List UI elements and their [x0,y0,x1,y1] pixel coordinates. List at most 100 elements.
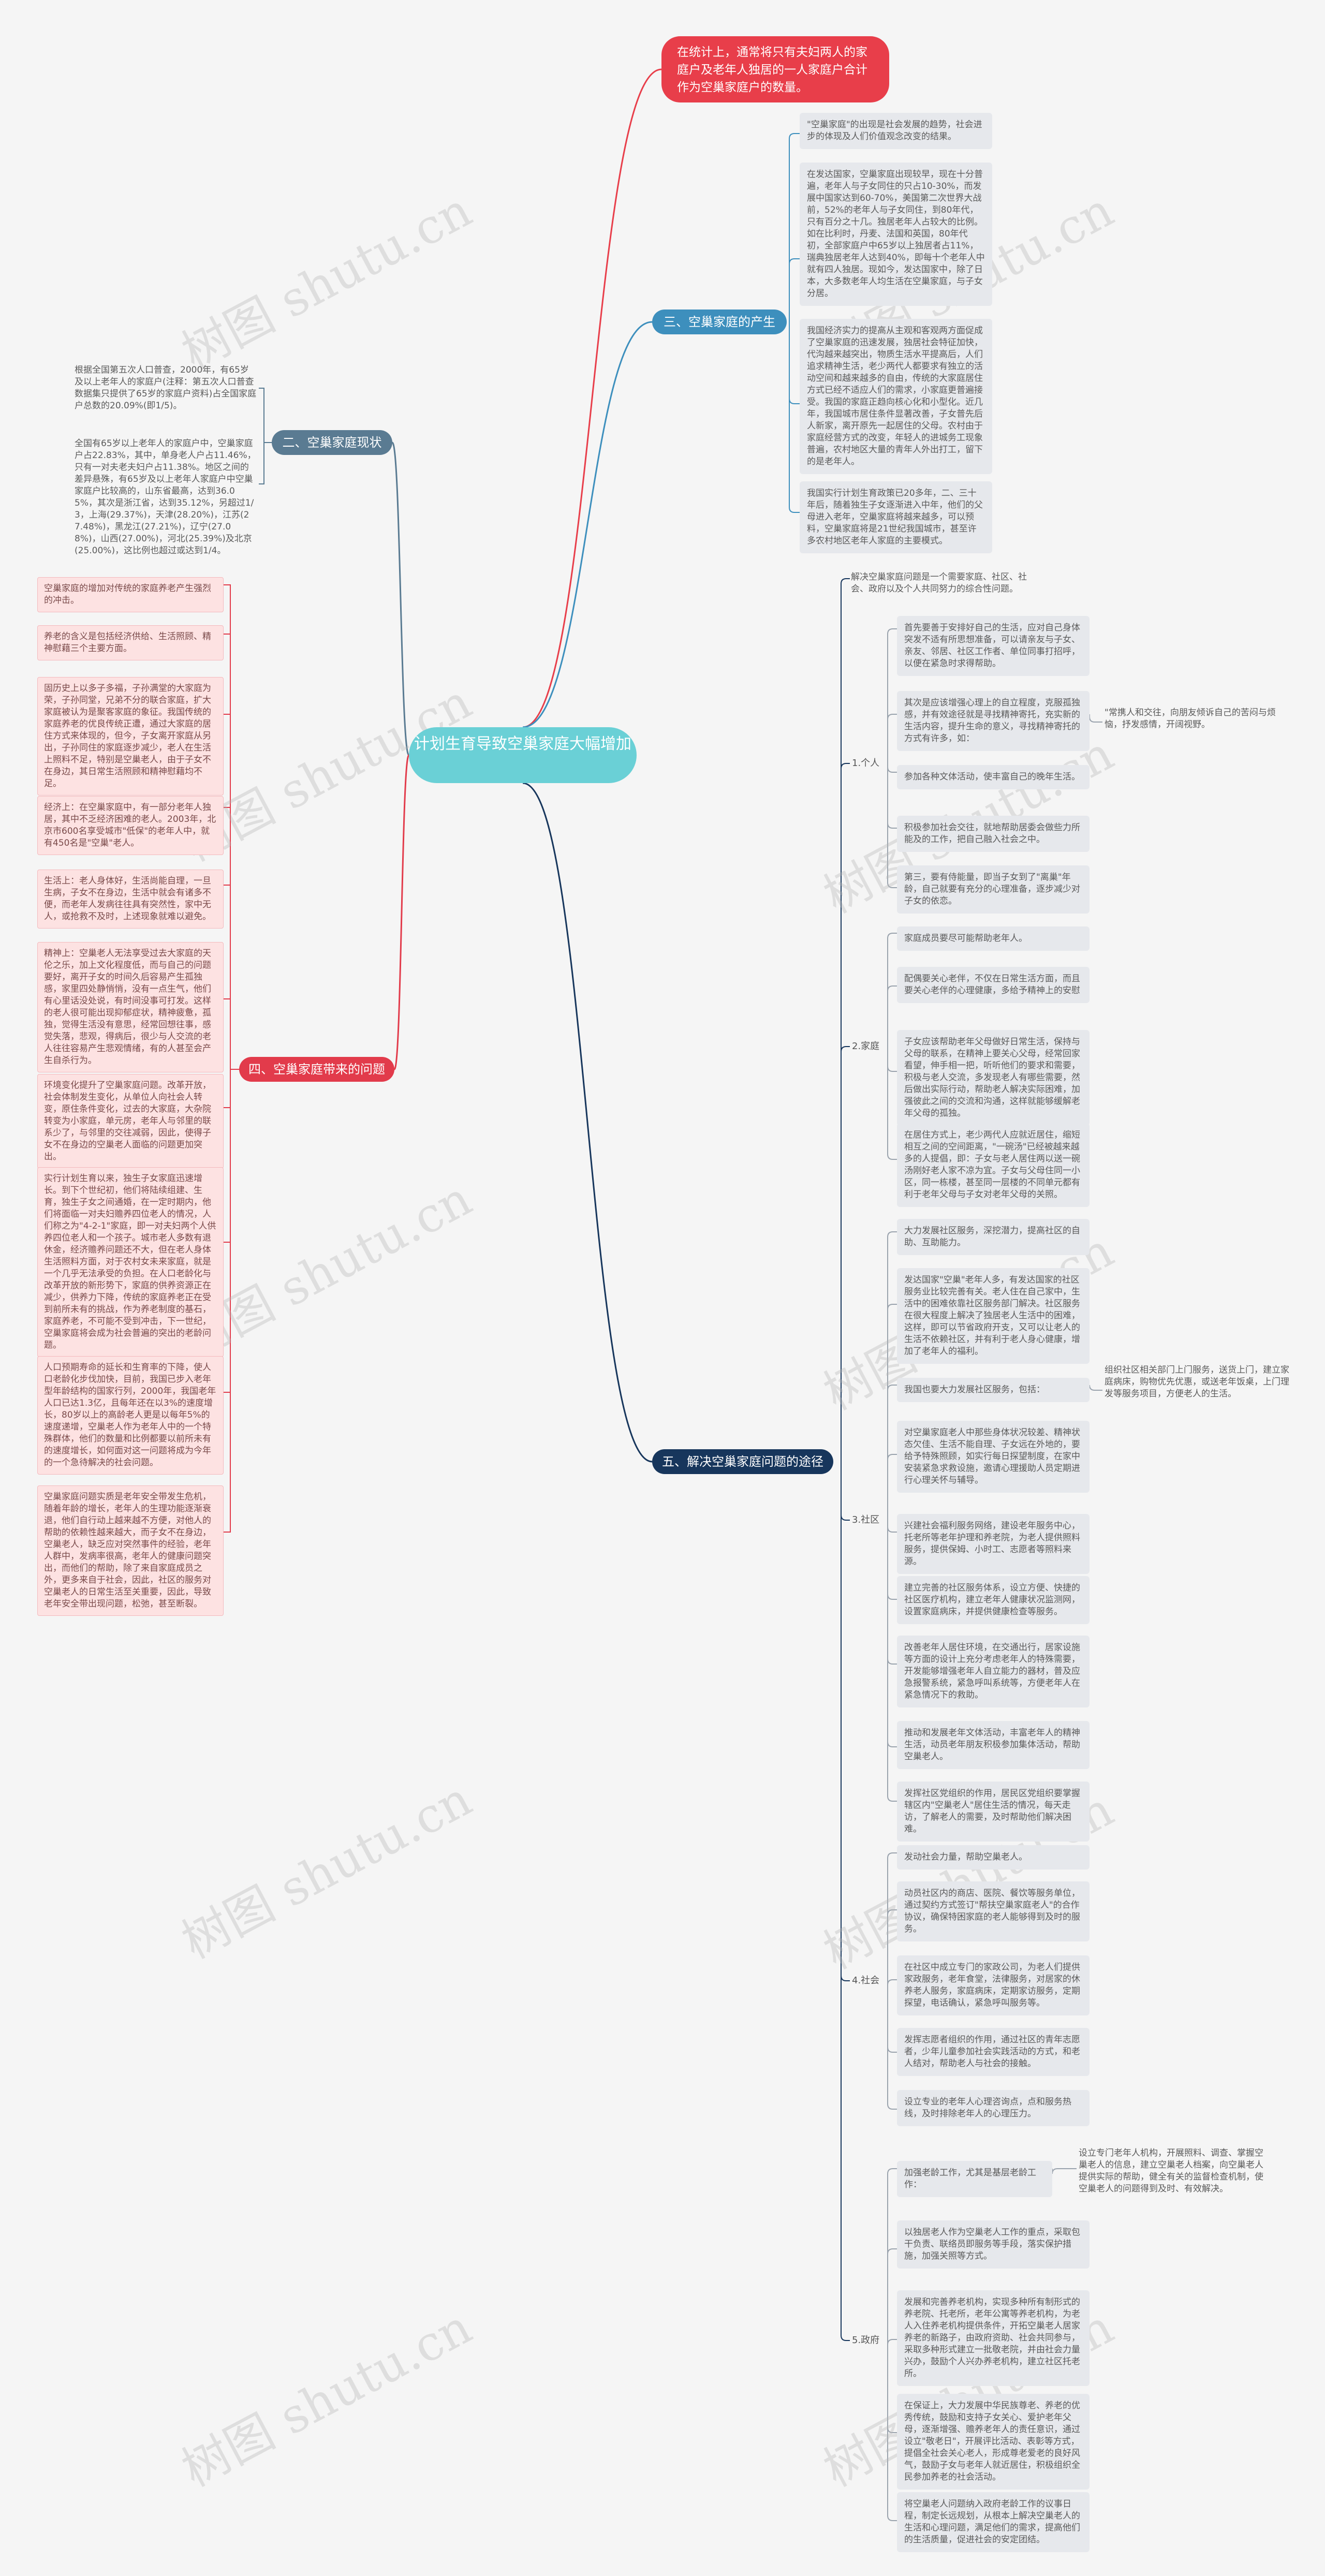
connector [887,2341,897,2433]
connector [1052,2168,1077,2174]
connector [887,763,897,888]
connector [224,1069,239,1533]
connector [789,322,800,513]
connector [887,763,897,773]
creation-note: 我国实行计划生育政策已20多年，二、三十年后，随着独生子女逐渐进入中年，他们的父… [800,481,992,553]
connector [224,634,239,1070]
family-note: 配偶要关心老伴，不仅在日常生活方面，而且要关心老伴的心理健康，多给予精神上的安慰 [897,967,1090,1003]
family-note: 在居住方式上，老少两代人应就近居住，缩短相互之间的空间距离，"一碗汤"已经被越来… [897,1123,1090,1207]
community-note: 大力发展社区服务，深挖潜力，提高社区的自助、互助能力。 [897,1219,1090,1255]
community-note: 对空巢家庭老人中那些身体状况较差、精神状态欠佳、生活不能自理、子女远在外地的，要… [897,1421,1090,1493]
connector [887,1909,897,1981]
connector [887,2248,897,2341]
connector [259,442,272,484]
community-note: 发达国家"空巢"老年人多，有发达国家的社区服务业比较完善有关。老人住在自己家中，… [897,1268,1090,1364]
connector [224,1069,239,1108]
connector [841,578,850,1462]
community-note: 发挥社区党组织的作用，居民区党组织要掌握辖区内"空巢老人"居住生活的情况，每天走… [897,1782,1090,1842]
government-note: 加强老龄工作，尤其是基层老龄工作： [897,2161,1052,2197]
branch-creation[interactable]: 三、空巢家庭的产生 [652,310,787,334]
connector [224,1069,239,1393]
connector [887,1385,897,1520]
connector [789,258,800,322]
connector [841,1462,850,1521]
government-note: 将空巢老人问题纳入政府老龄工作的议事日程，制定长远规划，从根本上解决空巢老人的生… [897,2492,1090,2552]
community-note: 兴建社会福利服务网络，建设老年服务中心，托老所等老年护理和养老院，为老人提供照料… [897,1514,1090,1574]
government-sub-note: 设立专门老年人机构，开展照料、调查、掌握空巢老人的信息，建立空巢老人档案，向空巢… [1079,2148,1263,2194]
government-note: 发展和完善养老机构，实现多种所有制形式的养老院、托老所，老年公寓等养老机构，为老… [897,2290,1090,2386]
creation-note: "空巢家庭"的出现是社会发展的趋势，社会进步的体现及人们价值观念改变的结果。 [800,113,992,149]
connector [522,321,653,728]
connector [887,1047,897,1160]
connector [789,133,800,322]
government-note: 在保证上，大力发展中华民族尊老、养老的优秀传统，鼓励和支持子女关心、爱护老年父母… [897,2394,1090,2490]
community-note: 推动和发展老年文体活动，丰富老年人的精神生活，动员老年朋友积极参加集体活动，帮助… [897,1721,1090,1769]
individual-note: 其次是应该增强心理上的自立程度，克服孤独感，并有效途径就是寻找精神寄托，充实新的… [897,691,1090,751]
connector [887,628,897,763]
connector [259,388,272,443]
connector [887,2341,897,2521]
connector [522,68,662,728]
connector [224,1069,239,1243]
connector [393,754,410,1070]
community-note: 改善老年人居住环境，在交通出行，居家设施等方面的设计上充分考虑老年人的特殊需要，… [897,1636,1090,1707]
problem-note: 环境变化提升了空巢家庭问题。改革开放，社会体制发生变化，从单位人向社会人转变，原… [37,1074,224,1169]
individual-note: 参加各种文体活动，使丰富自己的晚年生活。 [897,765,1090,789]
status-note: 根据全国第五次人口普查，2000年，有65岁及以上老年人的家庭户(注释：第五次人… [75,365,257,411]
connector [887,1454,897,1520]
connector [887,714,897,763]
problem-note: 养老的含义是包括经济供给、生活照顾、精神慰藉三个主要方面。 [37,625,224,660]
connector [841,1046,850,1462]
connector [887,2339,897,2345]
group-society[interactable]: 4.社会 [850,1975,882,1987]
community-note: 我国也要大力发展社区服务，包括： [897,1378,1090,1402]
connector [887,1047,897,1072]
problem-note: 经济上：在空巢家庭中，有一部分老年人独居，其中不乏经济困难的老人。2003年，北… [37,796,224,855]
community-note: 建立完善的社区服务体系，设立方便、快捷的社区医疗机构，建立老年人健康状况监测网，… [897,1576,1090,1624]
connector [224,885,239,1070]
individual-note: 积极参加社会交往，就地帮助居委会做些力所能及的工作，把自己融入社会之中。 [897,816,1090,852]
top-note[interactable]: 在统计上，通常将只有夫妇两人的家庭户及老年人独居的一人家庭户合计作为空巢家庭户的… [661,36,889,102]
society-note: 在社区中成立专门的家政公司，为老人们提供家政服务，老年食堂，法律服务，对居家的休… [897,1955,1090,2015]
connector [887,1231,897,1520]
connector [789,322,800,404]
connector [887,1520,897,1747]
individual-sub-note: "常携人和交往，向朋友倾诉自己的苦闷与烦恼，抒发感情，开阔视野。 [1105,708,1276,730]
individual-note: 第三，要有侍能量，即当子女到了"离巢"年龄，自己就要有充分的心理准备，逐步减少对… [897,865,1090,914]
connector [887,1981,897,2053]
connector [887,1852,897,1981]
status-note: 全国有65岁以上老年人的家庭户中，空巢家庭户占22.83%，其中，单身老人户占1… [75,438,256,556]
connector [522,782,653,1463]
problem-note: 固历史上以多子多福，子孙满堂的大家庭为荣，子孙同堂，兄弟不分的联合家庭，扩大家庭… [37,677,224,796]
connector [887,933,897,1047]
problem-note: 空巢家庭问题实质是老年安全带发生危机，随着年龄的增长，老年人的生理功能逐渐衰退，… [37,1485,224,1616]
connector [224,998,239,1070]
group-government[interactable]: 5.政府 [850,2334,882,2347]
connector [841,1462,850,1981]
connector [887,985,897,1047]
branch-problems[interactable]: 四、空巢家庭带来的问题 [239,1057,394,1082]
connector [1089,714,1102,723]
connector [224,714,239,1070]
solution-intro: 解决空巢家庭问题是一个需要家庭、社区、社会、政府以及个人共同努力的综合性问题。 [851,572,1027,594]
creation-note: 在发达国家，空巢家庭出现较早，现在十分普遍，老年人与子女同住的只占10-30%，… [800,163,992,306]
society-note: 发挥志愿者组织的作用，通过社区的青年志愿者，少年儿童参加社会实践活动的方式，和老… [897,2028,1090,2076]
connector [887,1979,897,1985]
root-topic[interactable]: 计划生育导致空巢家庭大幅增加 [409,727,637,783]
society-note: 动员社区内的商店、医院、餐饮等服务单位，通过契约方式签订"帮扶空巢家庭老人"的合… [897,1881,1090,1941]
connector [1089,1385,1102,1391]
connector [887,1304,897,1520]
group-community[interactable]: 3.社区 [850,1514,882,1526]
group-individual[interactable]: 1.个人 [850,757,882,770]
connector [887,1520,897,1665]
problem-note: 空巢家庭的增加对传统的家庭养老产生强烈的冲击。 [37,577,224,612]
family-note: 子女应该帮助老年父母做好日常生活，保持与父母的联系，在精神上要关心父母，经常回家… [897,1030,1090,1126]
creation-note: 我国经济实力的提高从主观和客观两方面促成了空巢家庭的迅速发展，独居社会特征加快，… [800,319,992,474]
connector [887,2168,897,2341]
individual-note: 首先要善于安排好自己的生活，应对自己身体突发不适有所思想准备，可以请亲友与子女、… [897,616,1090,676]
branch-solutions[interactable]: 五、解决空巢家庭问题的途径 [652,1449,833,1474]
branch-status[interactable]: 二、空巢家庭现状 [272,430,392,455]
group-family[interactable]: 2.家庭 [850,1040,882,1053]
connector [887,763,897,829]
